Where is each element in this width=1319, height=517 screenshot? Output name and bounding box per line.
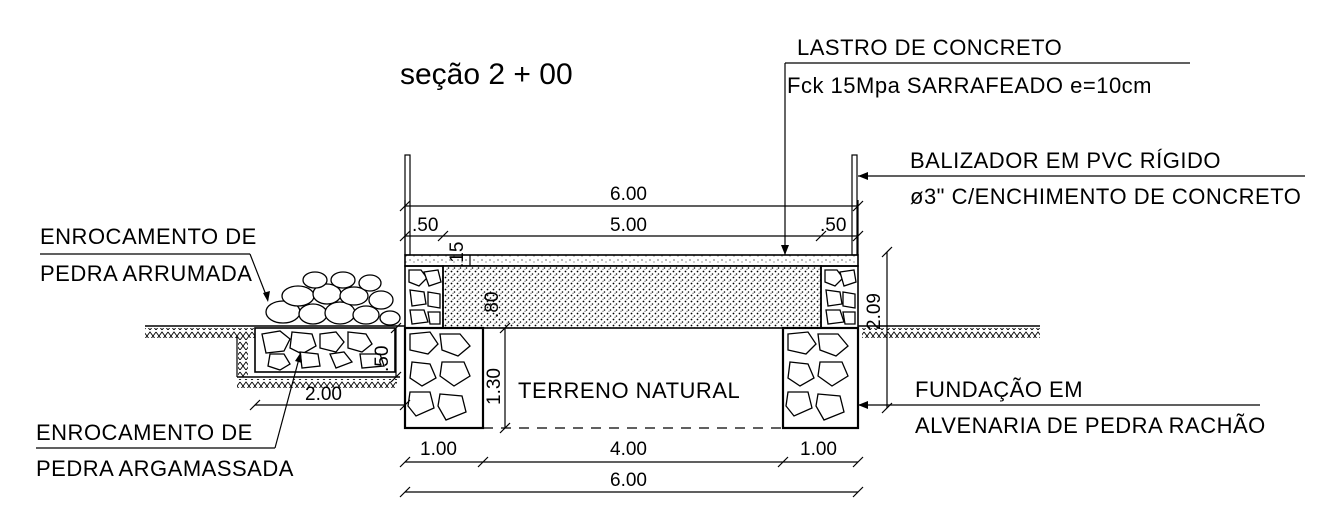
dim-top-mid: 5.00 bbox=[610, 215, 647, 236]
dim-foundation-height: 1.30 bbox=[484, 368, 505, 405]
balizador-label-2: ø3" C/ENCHIMENTO DE CONCRETO bbox=[910, 184, 1301, 209]
dim-fill-height: .80 bbox=[482, 292, 503, 318]
enroc-arrumada-label-2: PEDRA ARRUMADA bbox=[40, 261, 252, 286]
dim-enroc-depth: .50 bbox=[372, 346, 393, 372]
fundacao-leader bbox=[858, 401, 1260, 409]
section-title: seção 2 + 00 bbox=[400, 58, 573, 91]
ground-right bbox=[858, 325, 1040, 338]
terreno-natural-label: TERRENO NATURAL bbox=[518, 378, 740, 403]
dim-bottom-left: 1.00 bbox=[420, 439, 457, 460]
dim-lastro-thickness: .15 bbox=[447, 242, 468, 268]
enroc-arrumada-leader bbox=[40, 253, 270, 302]
vertical-dimension-lines bbox=[390, 246, 893, 434]
enrocamento-argamassado bbox=[254, 327, 396, 373]
balizador-leader bbox=[858, 172, 1305, 180]
dim-bottom-mid: 4.00 bbox=[610, 439, 647, 460]
dim-bottom-right: 1.00 bbox=[800, 439, 837, 460]
enroc-arrumada-label-1: ENROCAMENTO DE bbox=[40, 224, 257, 249]
dim-top-total: 6.00 bbox=[610, 184, 647, 205]
dim-height-total: 2.09 bbox=[864, 293, 885, 330]
top-dimensions bbox=[399, 200, 864, 255]
lastro-label-2: Fck 15Mpa SARRAFEADO e=10cm bbox=[787, 73, 1152, 98]
enrocamento-arrumado bbox=[265, 271, 401, 326]
dim-top-right: .50 bbox=[820, 215, 846, 236]
enroc-argamassada-label-2: PEDRA ARGAMASSADA bbox=[36, 456, 294, 481]
dim-enroc-width: 2.00 bbox=[305, 384, 342, 405]
dim-top-left: .50 bbox=[412, 215, 438, 236]
bottom-dimensions bbox=[399, 456, 864, 498]
lastro-label-1: LASTRO DE CONCRETO bbox=[797, 35, 1062, 60]
balizador-label-1: BALIZADOR EM PVC RÍGIDO bbox=[910, 148, 1221, 173]
structure bbox=[403, 154, 860, 430]
enroc-argamassada-label-1: ENROCAMENTO DE bbox=[36, 420, 253, 445]
dim-bottom-total: 6.00 bbox=[610, 470, 647, 491]
enroc-argamassada-leader bbox=[36, 352, 302, 449]
ground-left bbox=[145, 325, 405, 388]
enroc-width-dimension bbox=[249, 399, 411, 411]
lastro-leader bbox=[781, 62, 1190, 255]
fundacao-label-2: ALVENARIA DE PEDRA RACHÃO bbox=[915, 413, 1266, 438]
fundacao-label-1: FUNDAÇÃO EM bbox=[915, 377, 1083, 402]
